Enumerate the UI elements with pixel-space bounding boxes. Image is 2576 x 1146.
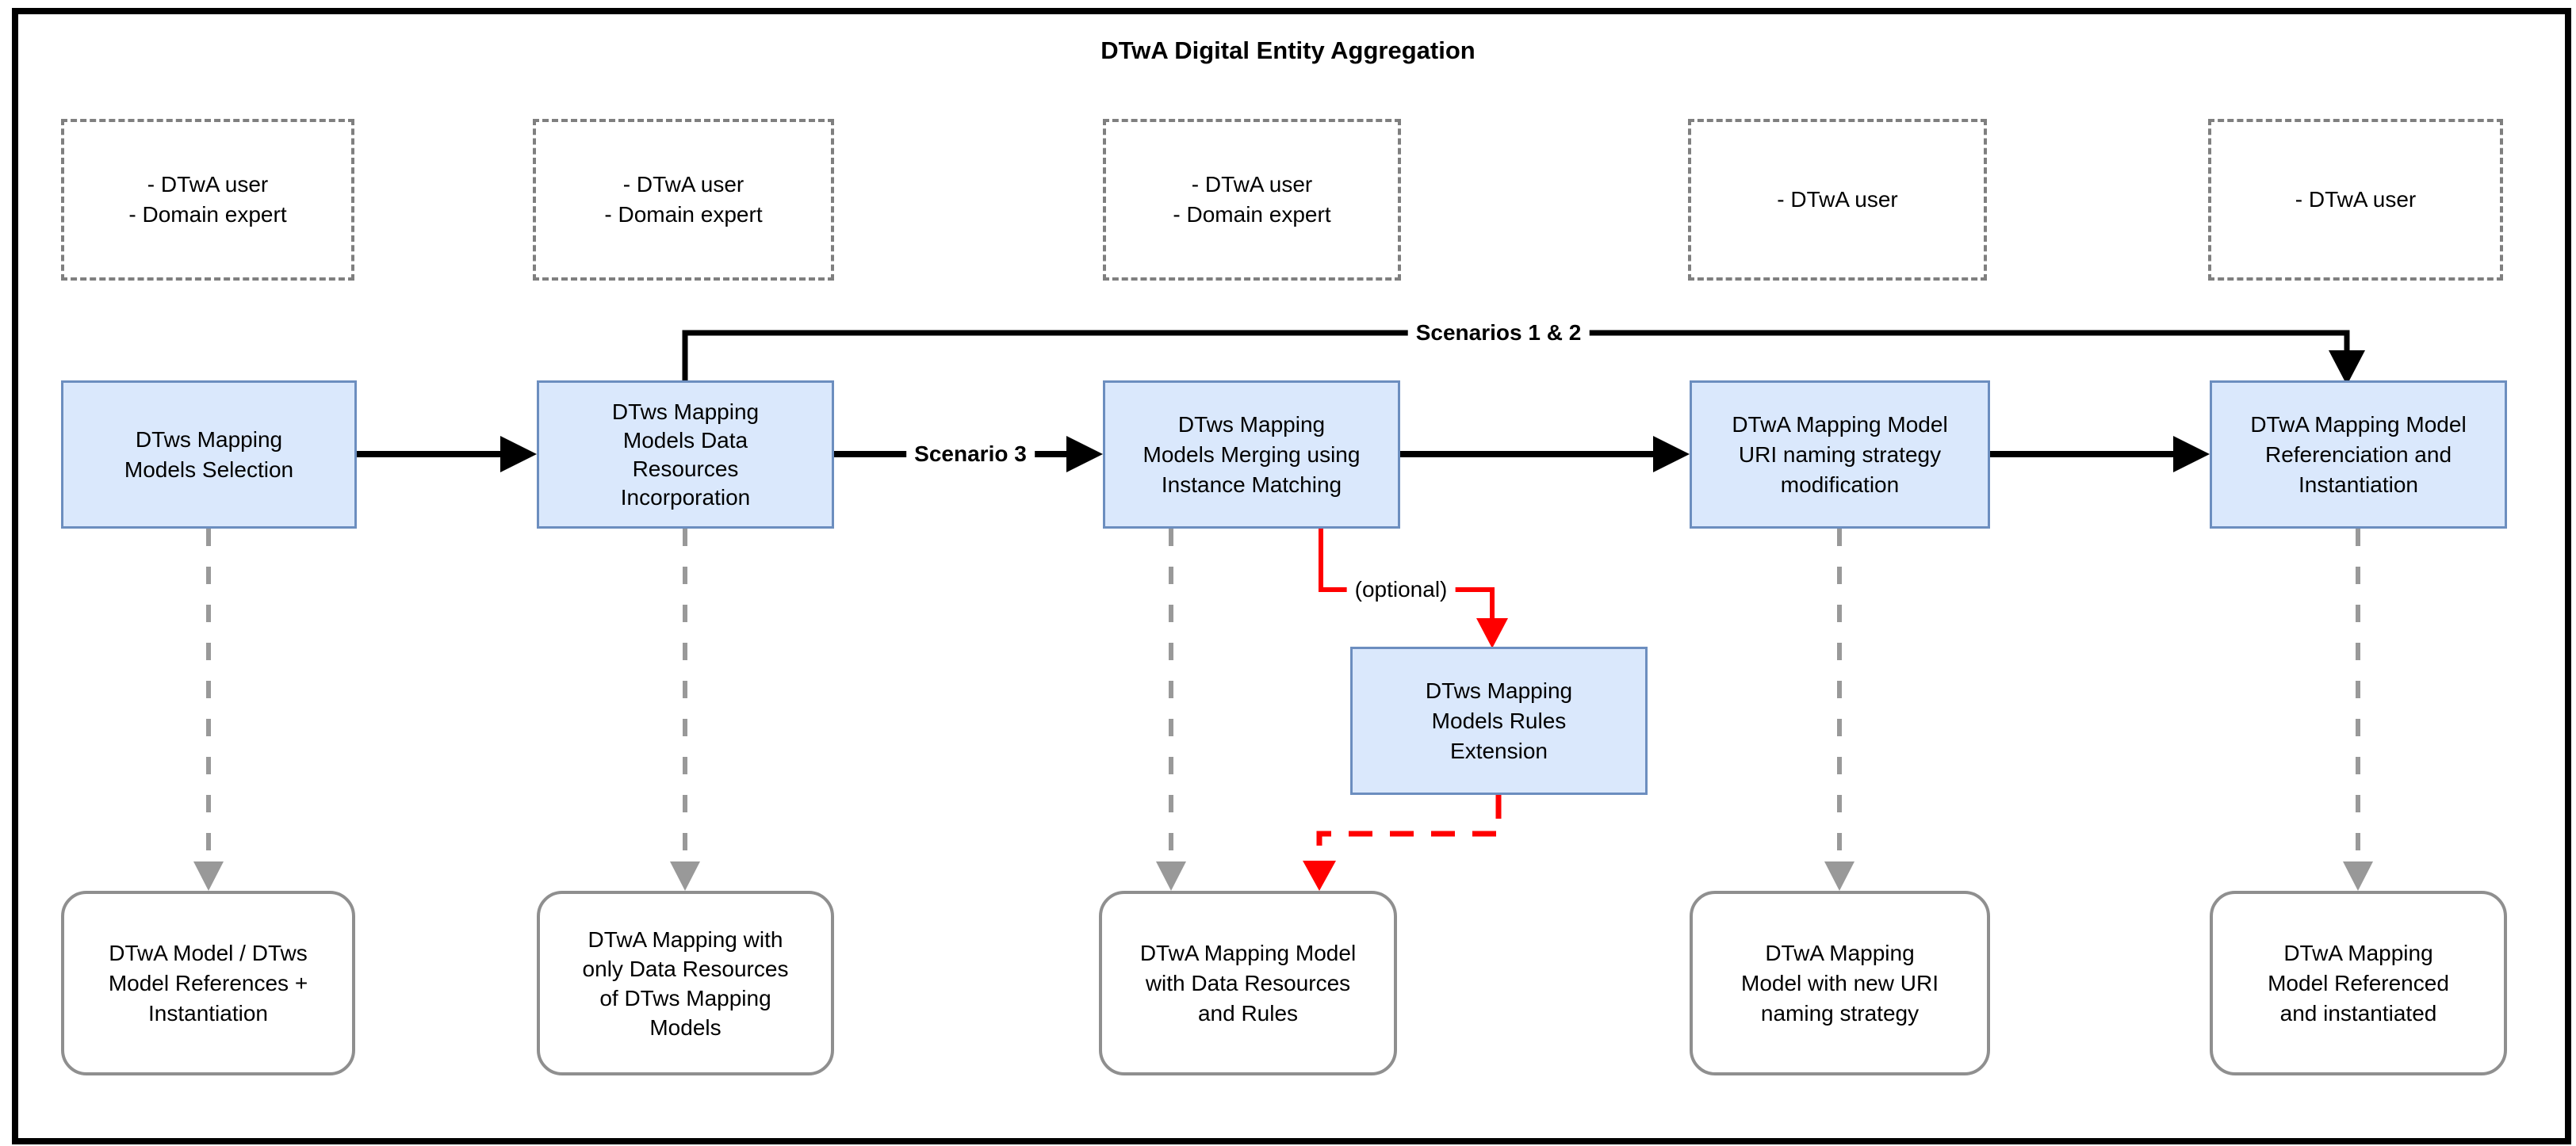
result-arrow-1 (193, 529, 224, 891)
actor-box-2: - DTwA user - Domain expert (533, 119, 834, 281)
process-box-uri-naming-modification: DTwA Mapping Model URI naming strategy m… (1690, 380, 1990, 529)
actor-box-4: - DTwA user (1688, 119, 1987, 281)
process-box-data-resources-incorporation: DTws Mapping Models Data Resources Incor… (537, 380, 834, 529)
result-arrow-5 (2343, 529, 2373, 891)
process-box-rules-extension: DTws Mapping Models Rules Extension (1350, 647, 1648, 795)
output-box-4: DTwA Mapping Model with new URI naming s… (1690, 891, 1990, 1075)
process-box-referenciation-instantiation: DTwA Mapping Model Referenciation and In… (2210, 380, 2507, 529)
actor-box-5: - DTwA user (2208, 119, 2503, 281)
edge-label-optional: (optional) (1346, 575, 1456, 604)
result-arrow-3 (1156, 529, 1186, 891)
actor-box-3: - DTwA user - Domain expert (1103, 119, 1401, 281)
result-arrow-4 (1824, 529, 1854, 891)
actor-box-1: - DTwA user - Domain expert (61, 119, 354, 281)
output-box-2: DTwA Mapping with only Data Resources of… (537, 891, 834, 1075)
flow-arrow-selection-to-incorporation (357, 436, 537, 472)
flow-arrow-uri-to-referenciation (1990, 436, 2210, 472)
output-box-1: DTwA Model / DTws Model References + Ins… (61, 891, 355, 1075)
output-box-5: DTwA Mapping Model Referenced and instan… (2210, 891, 2507, 1075)
edge-label-scenarios-1-2: Scenarios 1 & 2 (1407, 319, 1590, 347)
edge-label-scenario-3: Scenario 3 (906, 440, 1035, 468)
process-box-models-selection: DTws Mapping Models Selection (61, 380, 357, 529)
output-box-3: DTwA Mapping Model with Data Resources a… (1099, 891, 1397, 1075)
result-arrow-2 (670, 529, 700, 891)
flow-arrow-merging-to-uri (1400, 436, 1690, 472)
diagram-title: DTwA Digital Entity Aggregation (1100, 36, 1476, 64)
process-box-merging-instance-matching: DTws Mapping Models Merging using Instan… (1103, 380, 1400, 529)
rules-extension-result-arrow (1303, 795, 1502, 891)
